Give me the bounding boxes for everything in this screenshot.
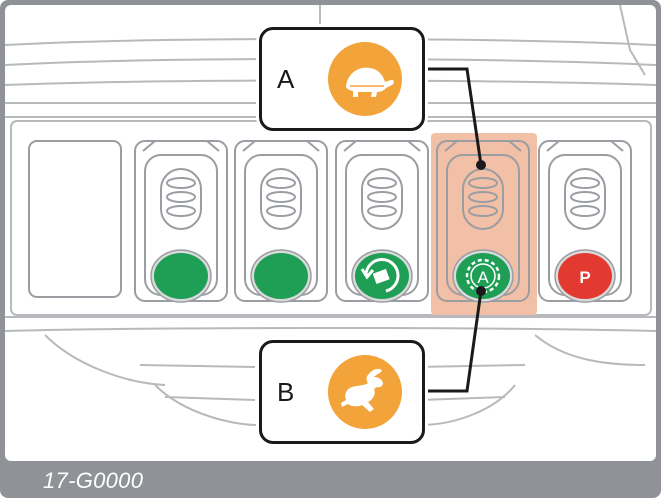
rabbit-icon [328,355,402,429]
callout-a: A [259,27,425,131]
button-symbol-5: P [579,268,590,287]
callout-b-letter: B [277,377,295,407]
blank-plate [28,140,122,298]
leader-line-b [423,290,483,393]
leader-line-a [423,67,483,166]
rocker-switch-5[interactable]: P [538,140,632,303]
rocker-switch-1[interactable] [134,140,228,303]
button-symbol-4: A [477,268,489,287]
turtle-icon [328,42,402,116]
button-red-5[interactable] [558,253,612,299]
callout-b: B [259,340,425,444]
rocker-switch-4[interactable]: A [436,140,530,303]
button-green-2[interactable] [254,253,308,299]
leader-dot-a [476,160,486,170]
button-green-4[interactable] [456,253,510,299]
rocker-switch-2[interactable] [234,140,328,303]
leader-dot-b [476,286,486,296]
callout-a-letter: A [277,64,295,94]
rocker-switch-3[interactable] [335,140,429,303]
figure-code: 17-G0000 [43,468,144,493]
button-green-1[interactable] [154,253,208,299]
rotation-icon [360,258,400,293]
